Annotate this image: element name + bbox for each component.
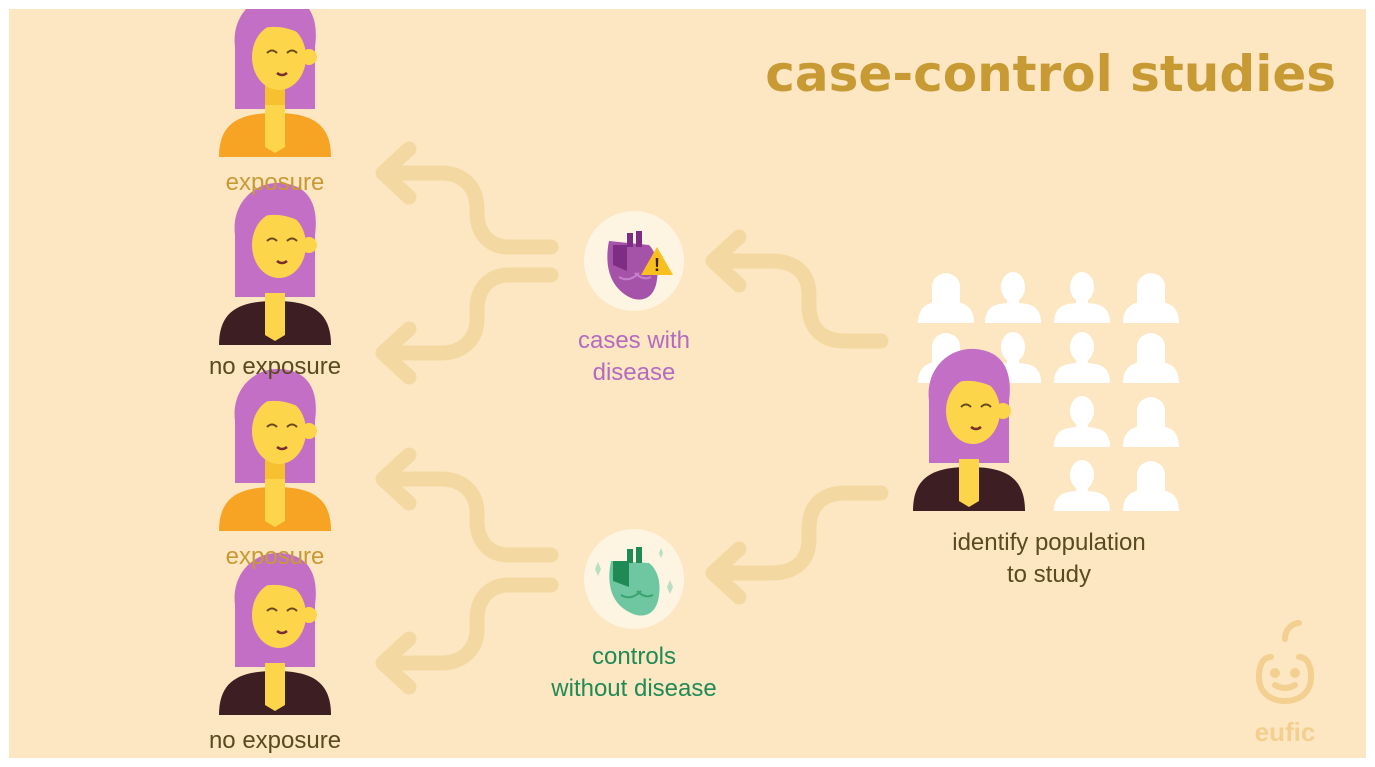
diagram-graphics: ! [217, 9, 1315, 717]
label-no-exposure-2: no exposure [208, 727, 342, 754]
population-label-line1: identify population [952, 529, 1146, 556]
woman-exposure-1 [217, 9, 333, 159]
eufic-logo-icon [1255, 620, 1315, 705]
page-title: case-control studies [765, 45, 1336, 103]
label-exposure-2: exposure [225, 543, 325, 570]
cases-label-line2: disease [592, 359, 676, 386]
woman-no-exposure-2 [217, 551, 333, 717]
healthy-heart-icon [584, 529, 684, 629]
cases-label-line1: cases with [577, 327, 691, 354]
diseased-heart-icon: ! [584, 211, 684, 311]
woman-no-exposure-1 [217, 181, 333, 347]
controls-label: controls without disease [509, 641, 759, 705]
population-label: identify population to study [919, 527, 1179, 591]
diagram-canvas: ! [9, 9, 1366, 758]
label-exposure-1: exposure [225, 169, 325, 196]
population-label-line2: to study [1006, 561, 1092, 588]
label-no-exposure-1: no exposure [208, 353, 342, 380]
cases-label: cases with disease [534, 325, 734, 389]
woman-exposure-2 [217, 367, 333, 533]
branch-arrows [375, 141, 889, 695]
eufic-logo-text: eufic [1254, 717, 1316, 747]
controls-label-line1: controls [591, 643, 677, 670]
svg-text:!: ! [654, 255, 660, 275]
controls-label-line2: without disease [551, 675, 717, 702]
